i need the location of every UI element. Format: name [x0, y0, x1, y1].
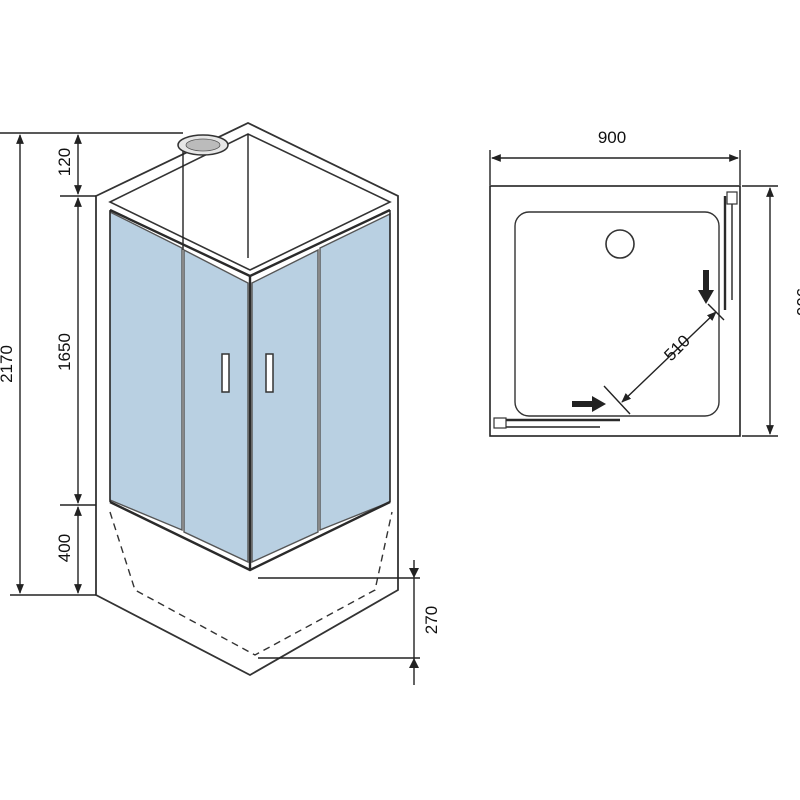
dim-tray-height: 400: [55, 534, 74, 562]
slide-arrow-icon: [698, 270, 714, 304]
front-view: [95, 122, 420, 677]
dim-plan-depth: 900: [793, 288, 800, 316]
dim-door-height: 1650: [55, 333, 74, 371]
plan-corner-post-left: [493, 417, 507, 429]
opening-ext-bottom: [603, 385, 631, 415]
dim-tray-depth: 270: [422, 606, 441, 634]
dim-top-gap: 120: [55, 148, 74, 176]
tray-hidden-outline: [109, 511, 393, 656]
cabin-top-rim: [108, 133, 392, 271]
dim-line-door-opening: [621, 311, 717, 403]
front-dimensions: 2170 120 1650 400 270: [0, 132, 441, 685]
drain-icon: [605, 229, 635, 259]
door-handle-icon[interactable]: [265, 353, 274, 393]
slide-arrow-icon: [572, 396, 606, 412]
right-glass-panel: [319, 212, 391, 532]
dim-plan-width: 900: [598, 128, 626, 147]
plan-corner-post-right: [726, 191, 738, 205]
left-door-panel: [183, 248, 249, 564]
plan-view: 900 900 510: [489, 128, 800, 437]
shower-head-icon: [177, 134, 229, 156]
left-glass-panel: [109, 210, 183, 532]
door-handle-icon[interactable]: [221, 353, 230, 393]
dim-total-height: 2170: [0, 345, 16, 383]
right-door-panel: [251, 248, 319, 564]
